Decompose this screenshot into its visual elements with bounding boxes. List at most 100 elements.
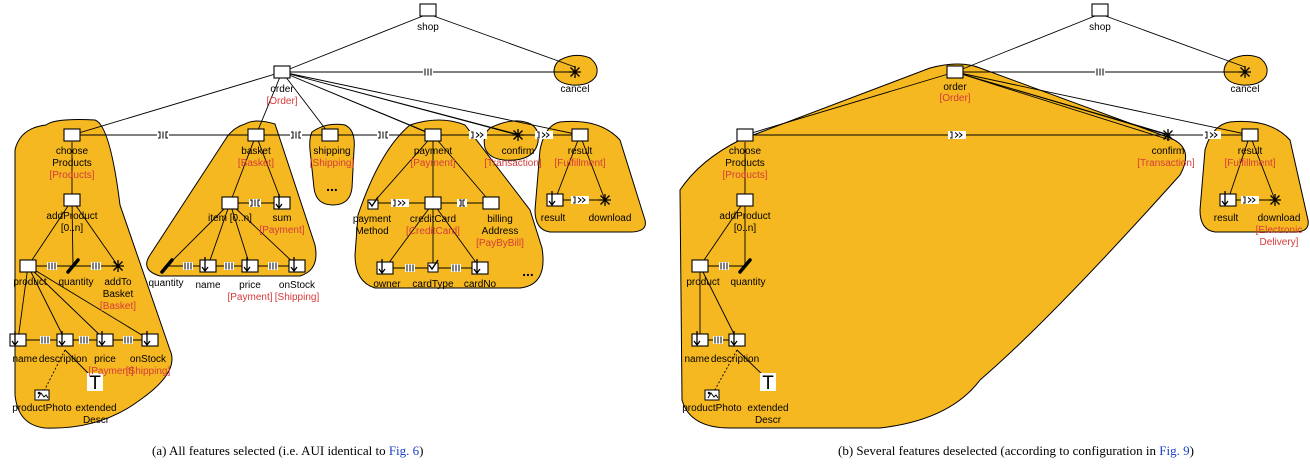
tag-choose: [Products] [722,170,767,181]
tag-item-price: [Payment] [227,292,272,303]
shop-box-icon [419,3,437,17]
region-payment [354,119,544,289]
shipping-ellipsis: ... [326,178,338,194]
payment-ellipsis: ... [522,263,534,279]
tag-confirm: [Transaction] [484,158,542,169]
tag-price: [Payment] [88,366,133,377]
label-cancel: cancel [1231,84,1260,95]
label-result-2: result [541,213,566,224]
label-choose-1: choose [729,146,762,157]
label-on-stock: onStock [130,354,167,365]
label-payment-method-1: payment [353,214,392,225]
region-order-main [679,63,1187,429]
label-product-photo: productPhoto [12,403,72,414]
label-price: price [94,354,116,365]
caption-a-text: All features selected (i.e. AUI identica… [168,443,386,458]
add-product-box-icon [63,193,81,207]
product-photo-icon [704,389,720,401]
label-payment: payment [414,146,453,157]
label-product-photo: productPhoto [682,403,742,414]
tag-confirm: [Transaction] [1137,158,1195,169]
basket-box-icon [247,128,265,142]
cancel-icon [568,65,582,79]
label-order: order [943,82,967,93]
region-confirm [483,120,539,161]
shipping-box-icon [321,128,339,142]
caption-b-fig-link[interactable]: Fig. 9 [1159,443,1190,458]
tag-choose: [Products] [49,170,94,181]
result-box-icon [1241,128,1259,142]
tag-order: [Order] [266,96,297,107]
tag-credit-card: [CreditCard] [406,226,460,237]
label-item: item [0..n] [208,213,252,224]
label-name: name [684,354,709,365]
label-confirm: confirm [1152,146,1185,157]
extended-descr-icon [760,373,776,394]
download-icon [598,193,612,207]
label-result-2: result [1214,213,1239,224]
label-product: product [13,277,47,288]
label-add-product-1: addProduct [719,211,770,222]
diagram-figure: T [9,3,1309,429]
add-to-basket-icon [111,259,125,273]
product-box-icon [691,259,709,273]
label-item-on-stock: onStock [279,280,316,291]
panel-b: shop order [Order] cancel choose Product… [679,3,1309,429]
label-extended-2: Descr [83,415,110,426]
label-billing-1: billing [487,214,513,225]
label-payment-method-2: Method [355,226,388,237]
confirm-icon [1161,128,1175,142]
label-card-no: cardNo [464,279,497,290]
result-box-icon [571,128,589,142]
label-quantity: quantity [730,277,765,288]
label-add-to-basket-2: Basket [103,289,134,300]
download-icon [1268,193,1282,207]
order-box-icon [273,65,291,79]
tag-download-2: Delivery] [1260,237,1299,248]
order-box-icon [946,65,964,79]
label-item-name: name [195,280,220,291]
panel-a: shop order [Order] cancel choose Product… [9,3,646,429]
payment-box-icon [424,128,442,142]
tag-shipping: [Shipping] [310,158,355,169]
tag-add-to-basket: [Basket] [100,301,136,312]
label-sum: sum [273,213,292,224]
label-shop: shop [1089,22,1111,33]
label-extended-1: extended [75,403,116,414]
caption-b-text: Several features deselected (according t… [856,443,1157,458]
caption-a-fig-link[interactable]: Fig. 6 [388,443,420,458]
caption-b: (b) Several features deselected (accordi… [838,443,1194,459]
add-product-box-icon [736,193,754,207]
label-result: result [568,146,593,157]
shop-box-icon [1091,3,1109,17]
tag-order: [Order] [939,93,970,104]
label-credit-card: creditCard [410,214,456,225]
label-description: description [39,354,87,365]
region-choose-products [14,119,173,429]
choose-products-box-icon [63,128,81,142]
tag-basket: [Basket] [238,158,274,169]
label-card-type: cardType [412,279,454,290]
label-result: result [1238,146,1263,157]
label-add-to-basket-1: addTo [104,277,132,288]
label-download: download [589,213,632,224]
region-shipping [309,123,355,206]
label-add-product-1: addProduct [46,211,97,222]
label-download: download [1258,213,1301,224]
tag-payment: [Payment] [410,158,455,169]
label-cancel: cancel [561,84,590,95]
label-quantity: quantity [58,277,93,288]
tag-result: [Fulfillment] [1224,158,1275,169]
caption-a-label: (a) [152,443,167,458]
label-name: name [12,354,37,365]
label-extended-1: extended [747,403,788,414]
label-confirm: confirm [502,146,535,157]
label-shipping: shipping [313,146,350,157]
label-add-product-2: [0..n] [734,223,756,234]
choose-products-box-icon [736,128,754,142]
tag-item-on-stock: [Shipping] [275,292,320,303]
label-owner: owner [373,279,401,290]
confirm-icon [511,128,525,142]
caption-a: (a) All features selected (i.e. AUI iden… [152,443,424,459]
product-photo-icon [34,389,50,401]
